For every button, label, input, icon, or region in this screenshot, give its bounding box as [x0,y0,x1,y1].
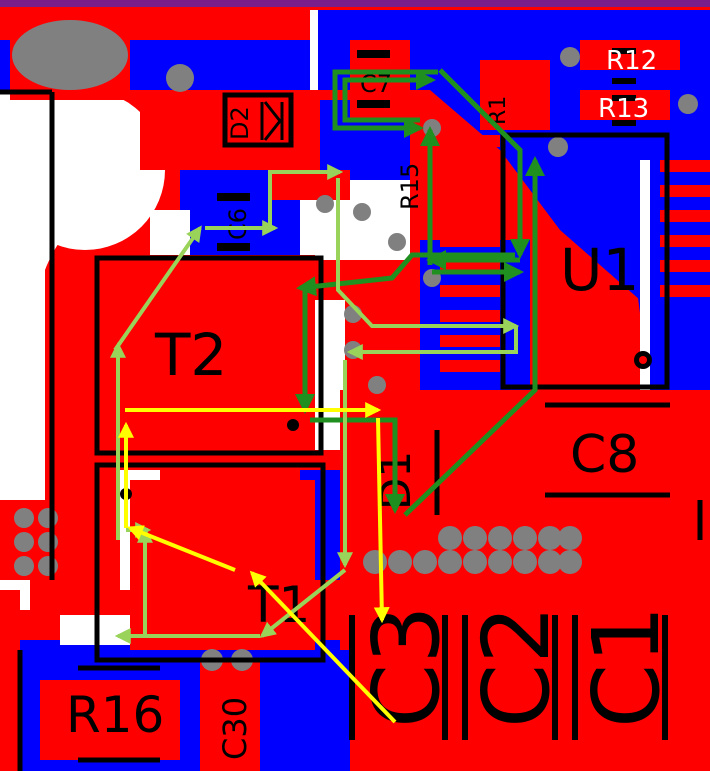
top-copper-layer [0,10,710,771]
label-c2: C2 [463,605,570,728]
label-c6: C6 [224,208,252,240]
label-r12: R12 [606,46,657,76]
flow-dark-green [295,68,545,517]
flow-light-green [110,164,520,644]
label-r16: R16 [66,686,164,744]
label-r15: R15 [396,163,424,210]
t2-pin-marker [287,419,299,431]
label-r13: R13 [598,94,649,124]
flow-yellow [118,402,397,724]
small-component-bodies [217,48,636,251]
d2-diode-symbol [260,101,284,141]
label-c7: C7 [360,70,392,98]
label-c8: C8 [570,425,639,485]
label-c1: C1 [573,605,680,728]
label-u1: U1 [560,236,639,304]
label-d2: D2 [226,106,254,140]
label-c3: C3 [353,605,460,728]
label-c30: C30 [216,697,254,760]
board-edge [0,0,710,7]
u1-pads [440,135,710,372]
label-t2: T2 [154,321,227,389]
